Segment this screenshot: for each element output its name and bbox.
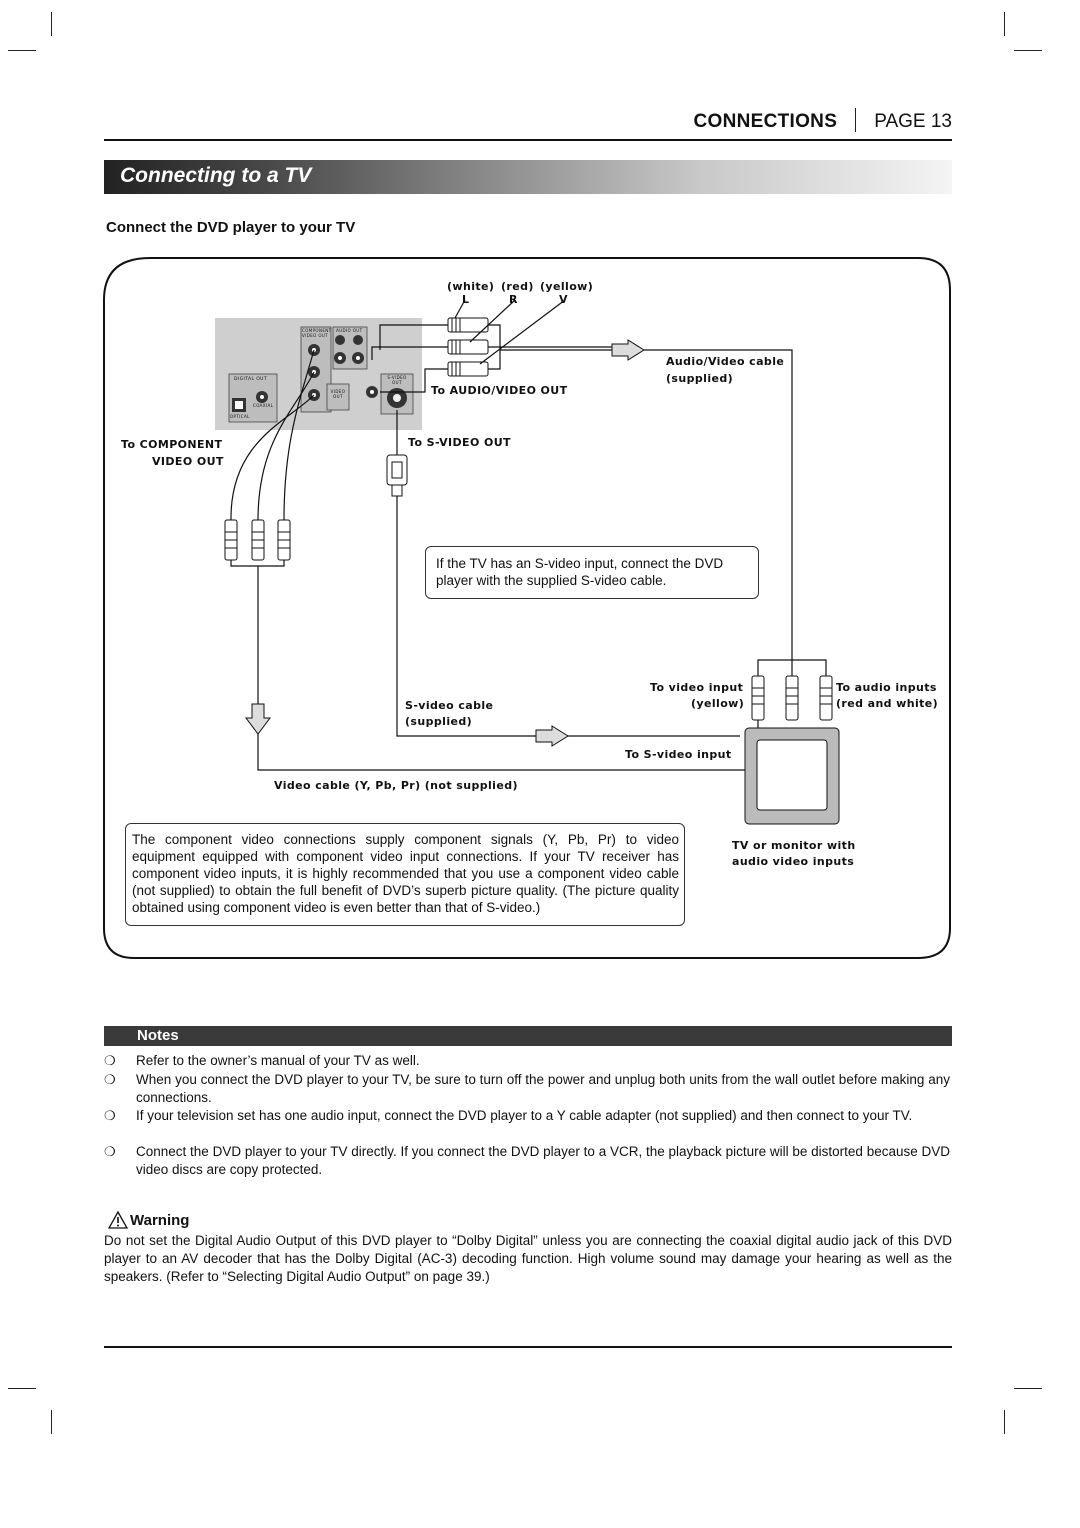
bullet-icon: ❍: [104, 1108, 116, 1123]
crop-mark: [1004, 12, 1005, 36]
to-svideo-input-label: To S-video input: [625, 748, 732, 761]
to-audio-inputs-colors: (red and white): [836, 697, 939, 710]
crop-mark: [51, 12, 52, 36]
to-av-out-label: To AUDIO/VIDEO OUT: [431, 384, 568, 397]
title-band: Connecting to a TV: [104, 160, 952, 194]
crop-mark: [8, 50, 36, 51]
header-rule: [104, 139, 952, 141]
header-divider: [855, 108, 857, 132]
crop-mark: [1014, 50, 1042, 51]
av-cable-supplied: (supplied): [666, 372, 734, 385]
cable-color-red: (red): [501, 280, 534, 293]
cable-letter-v: V: [559, 293, 568, 306]
panel-label-video-out: VIDEO OUT: [330, 389, 346, 399]
cable-letter-r: R: [509, 293, 518, 306]
panel-label-digital-out: DIGITAL OUT: [234, 377, 268, 382]
arrow-icon: [611, 339, 645, 361]
component-plugs: [224, 519, 291, 561]
cable-color-white: (white): [447, 280, 495, 293]
tv-label-2: audio video inputs: [732, 855, 855, 868]
cable-color-yellow: (yellow): [540, 280, 594, 293]
connection-diagram: [103, 257, 951, 959]
svideo-cable-supplied: (supplied): [405, 715, 473, 728]
cable-letter-l: L: [462, 293, 470, 306]
crop-mark: [1014, 1388, 1042, 1389]
note-item: ❍ Connect the DVD player to your TV dire…: [104, 1144, 950, 1177]
to-video-input-label: To video input: [650, 681, 744, 694]
svideo-cable-label: S-video cable: [405, 699, 494, 712]
note-item: ❍ Refer to the owner’s manual of your TV…: [104, 1053, 420, 1068]
tv-plugs: [751, 675, 833, 721]
panel-label-audio-out: AUDIO OUT: [336, 328, 363, 333]
crop-mark: [51, 1410, 52, 1434]
arrow-icon: [535, 725, 569, 747]
warning-text: Do not set the Digital Audio Output of t…: [104, 1233, 952, 1284]
section-subtitle: Connect the DVD player to your TV: [106, 219, 356, 236]
svideo-note: If the TV has an S-video input, connect …: [425, 546, 759, 599]
warning-triangle-icon: [108, 1211, 128, 1229]
tv-icon: [744, 727, 840, 825]
note-item: ❍ When you connect the DVD player to you…: [104, 1072, 950, 1105]
to-component-label: To COMPONENT: [121, 438, 223, 451]
crop-mark: [1004, 1410, 1005, 1434]
bullet-icon: ❍: [104, 1072, 116, 1087]
panel-label-coaxial: COAXIAL: [253, 403, 274, 408]
to-video-input-yellow: (yellow): [691, 697, 745, 710]
to-component-label-2: VIDEO OUT: [152, 455, 224, 468]
notes-heading-bar: Notes: [104, 1026, 952, 1046]
crop-mark: [8, 1388, 36, 1389]
page-header: CONNECTIONS PAGE 13: [104, 108, 952, 136]
panel-label-optical: OPTICAL: [230, 414, 250, 419]
panel-label-component: COMPONENT VIDEO OUT: [302, 328, 332, 338]
component-note: The component video connections supply c…: [125, 823, 685, 926]
ypbpr-cable-label: Video cable (Y, Pb, Pr) (not supplied): [274, 779, 518, 792]
diagram-frame: [103, 257, 951, 959]
page-number: PAGE 13: [874, 111, 952, 132]
arrow-icon: [245, 703, 271, 735]
bullet-icon: ❍: [104, 1053, 116, 1068]
note-item: ❍ If your television set has one audio i…: [104, 1108, 913, 1123]
warning-heading: Warning: [130, 1212, 190, 1229]
page-title: Connecting to a TV: [120, 164, 312, 187]
section-title: CONNECTIONS: [693, 111, 838, 132]
bottom-rule: [104, 1346, 952, 1348]
panel-label-svideo: S-VIDEO OUT: [387, 375, 407, 385]
notes-heading: Notes: [137, 1027, 179, 1044]
dvd-back-panel: [215, 318, 422, 430]
to-audio-inputs-label: To audio inputs: [836, 681, 937, 694]
tv-label: TV or monitor with: [732, 839, 856, 852]
av-cable-label: Audio/Video cable: [666, 355, 785, 368]
to-svideo-out-label: To S-VIDEO OUT: [408, 436, 511, 449]
av-plugs: [447, 317, 489, 377]
bullet-icon: ❍: [104, 1144, 116, 1159]
